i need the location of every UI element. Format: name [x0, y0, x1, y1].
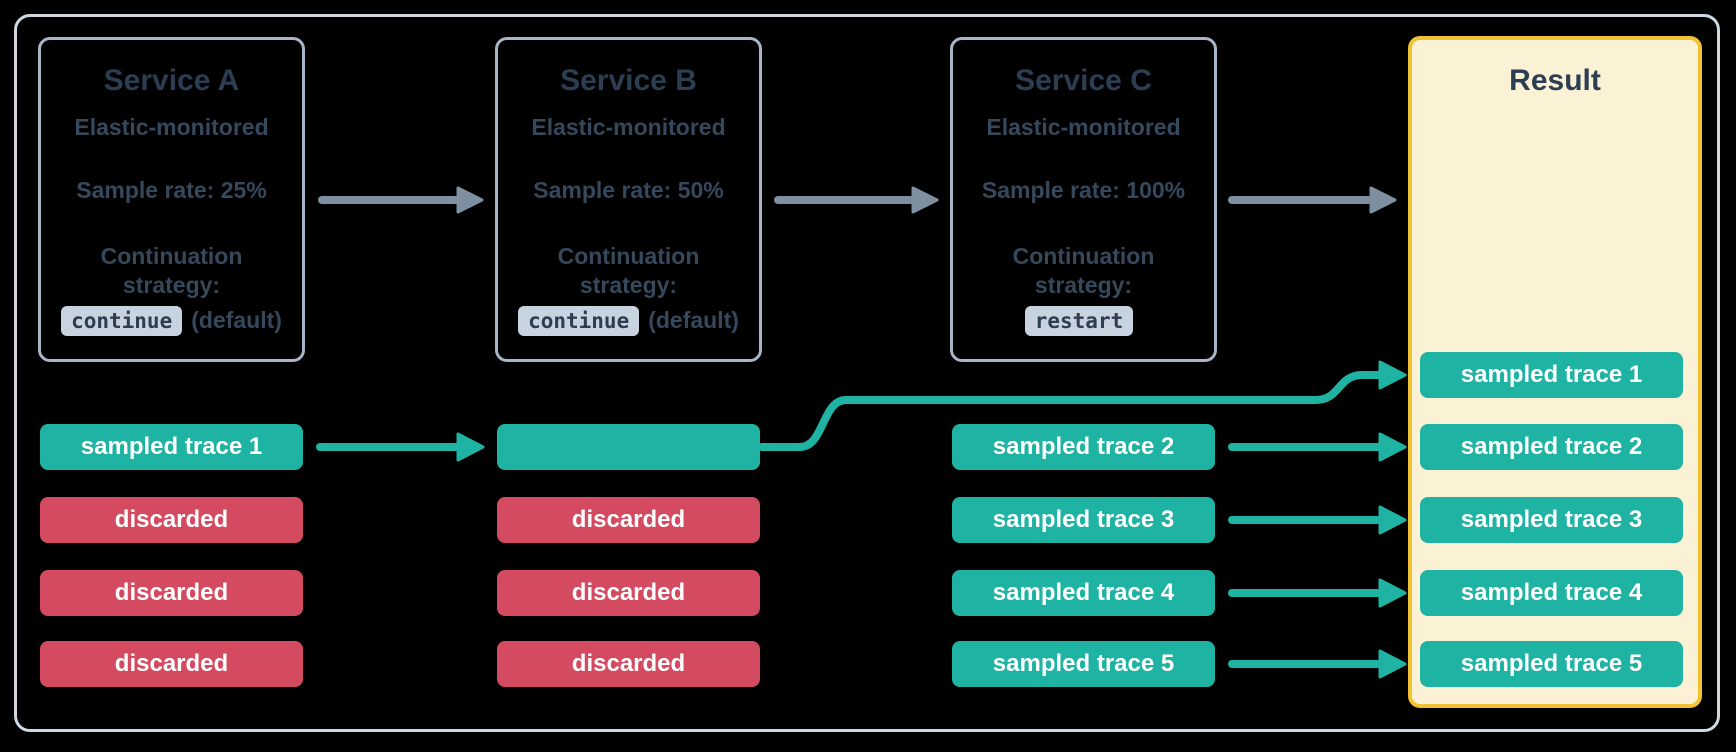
service-b-box: Service B Elastic-monitored Sample rate:… [495, 37, 762, 362]
service-c-strategy-label: Continuation strategy: [1012, 243, 1155, 298]
result-trace-chip: sampled trace 2 [1420, 424, 1683, 470]
service-a-sample-rate: Sample rate: 25% [76, 177, 267, 203]
service-c-strategy-code-chip: restart [1024, 305, 1134, 336]
service-c-monitored-label: Elastic-monitored [986, 114, 1181, 140]
service-a-title: Service A [103, 64, 240, 97]
service-b-strategy-label: Continuation strategy: [557, 243, 700, 298]
service-a-trace-chip: sampled trace 1 [40, 424, 303, 470]
service-b-trace-chip [497, 424, 760, 470]
result-title: Result [1509, 64, 1601, 97]
service-c-trace-chip: sampled trace 5 [952, 641, 1215, 687]
service-a-strategy-code-chip: continue [61, 305, 183, 336]
service-b-discarded-chip: discarded [497, 641, 760, 687]
result-box: Result sampled trace 1 sampled trace 2 s… [1408, 36, 1702, 708]
diagram-frame [14, 14, 1720, 732]
service-a-discarded-chip: discarded [40, 497, 303, 543]
service-b-strategy-code-chip: continue [518, 305, 640, 336]
service-a-discarded-chip: discarded [40, 570, 303, 616]
service-b-discarded-chip: discarded [497, 570, 760, 616]
service-c-trace-chip: sampled trace 3 [952, 497, 1215, 543]
service-b-title: Service B [560, 64, 697, 97]
result-trace-chip: sampled trace 5 [1420, 641, 1683, 687]
service-a-strategy-row: continue (default) [41, 305, 302, 336]
service-a-box: Service A Elastic-monitored Sample rate:… [38, 37, 305, 362]
service-b-strategy-row: continue (default) [498, 305, 759, 336]
service-b-sample-rate: Sample rate: 50% [533, 177, 724, 203]
result-trace-chip: sampled trace 1 [1420, 352, 1683, 398]
service-c-sample-rate: Sample rate: 100% [981, 177, 1186, 203]
service-c-trace-chip: sampled trace 4 [952, 570, 1215, 616]
service-c-trace-chip: sampled trace 2 [952, 424, 1215, 470]
result-trace-chip: sampled trace 4 [1420, 570, 1683, 616]
service-a-strategy-note: (default) [191, 307, 282, 333]
result-trace-chip: sampled trace 3 [1420, 497, 1683, 543]
service-b-monitored-label: Elastic-monitored [531, 114, 726, 140]
service-a-discarded-chip: discarded [40, 641, 303, 687]
service-b-strategy-note: (default) [648, 307, 739, 333]
service-b-discarded-chip: discarded [497, 497, 760, 543]
service-a-monitored-label: Elastic-monitored [74, 114, 269, 140]
service-a-strategy-label: Continuation strategy: [100, 243, 243, 298]
service-c-title: Service C [1015, 64, 1152, 97]
service-c-strategy-row: restart [953, 305, 1214, 336]
service-c-box: Service C Elastic-monitored Sample rate:… [950, 37, 1217, 362]
